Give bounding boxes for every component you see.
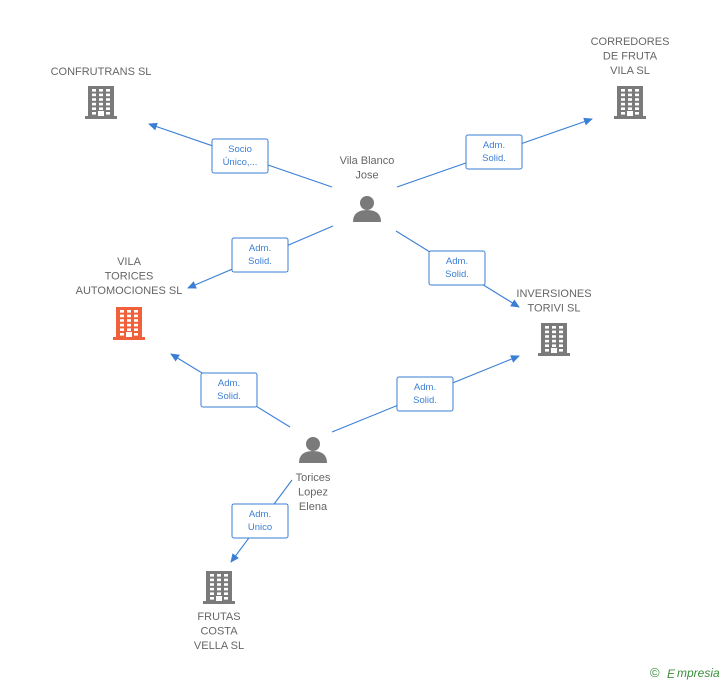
node-label: Lopez [298, 487, 328, 499]
empresia-logo-text: mpresia [677, 666, 720, 680]
edge-role-label: Solid. [482, 153, 506, 164]
node-label: DE FRUTA [603, 51, 658, 63]
edge-vila_blanco-to-confrutrans: SocioÚnico,... [148, 122, 333, 188]
nodes-layer: CONFRUTRANS SL CORREDORES DE FRUTA VILA SL V… [51, 36, 670, 652]
node-label: FRUTAS [197, 611, 240, 623]
edge-torices_lopez-to-vila_torices: Adm. Solid. [170, 353, 291, 428]
node-vila-torices[interactable]: VILA TORICES AUTOMOCIONES SL [76, 256, 183, 340]
edge-role-badge[interactable]: Adm. Unico [231, 503, 289, 539]
edge-role-badge[interactable]: Adm. Solid. [428, 250, 486, 286]
node-label: TORIVI SL [528, 303, 581, 315]
edge-role-box [231, 237, 289, 273]
edge-role-box [428, 250, 486, 286]
node-label: Torices [296, 472, 331, 484]
copyright-symbol: © [650, 665, 660, 680]
edge-torices_lopez-to-frutas_costa: Adm. Unico [230, 479, 293, 563]
edge-role-label: Solid. [217, 391, 241, 402]
edge-vila_blanco-to-vila_torices: Adm. Solid. [187, 225, 334, 289]
node-frutas-costa[interactable]: FRUTAS COSTA VELLA SL [194, 571, 244, 652]
building-icon [85, 86, 117, 119]
building-icon [538, 323, 570, 356]
edge-role-label: Adm. [446, 256, 468, 267]
node-label: Jose [355, 170, 378, 182]
building-icon [203, 571, 235, 604]
edge-role-badge[interactable]: SocioÚnico,... [211, 138, 269, 174]
edge-role-label: Adm. [218, 378, 240, 389]
node-label: AUTOMOCIONES SL [76, 285, 183, 297]
edge-role-box [396, 376, 454, 412]
edge-role-box [465, 134, 523, 170]
edge-role-label: Unico [248, 522, 272, 533]
edge-role-label: Solid. [445, 269, 469, 280]
node-label: VILA SL [610, 65, 650, 77]
edge-role-box [231, 503, 289, 539]
building-icon [113, 307, 145, 340]
building-icon [614, 86, 646, 119]
edge-role-label: Solid. [413, 395, 437, 406]
node-label: COSTA [200, 626, 238, 638]
node-label: Vila Blanco [340, 155, 395, 167]
edge-torices_lopez-to-inversiones: Adm. Solid. [331, 355, 520, 433]
node-confrutrans[interactable]: CONFRUTRANS SL [51, 66, 152, 119]
edge-role-label: Adm. [249, 243, 271, 254]
node-label: VELLA SL [194, 640, 244, 652]
edge-vila_blanco-to-inversiones: Adm. Solid. [395, 230, 520, 308]
node-label: Elena [299, 501, 328, 513]
node-label: CORREDORES [591, 36, 670, 48]
edge-role-label: Solid. [248, 256, 272, 267]
node-label: TORICES [105, 271, 154, 283]
node-label: VILA [117, 256, 142, 268]
node-inversiones[interactable]: INVERSIONES TORIVI SL [516, 288, 592, 356]
edge-role-label: Único,... [223, 157, 258, 168]
edge-role-box [211, 138, 269, 174]
edge-role-badge[interactable]: Adm. Solid. [231, 237, 289, 273]
edge-role-label: Adm. [249, 509, 271, 520]
edge-role-label: Adm. [414, 382, 436, 393]
edge-role-label: Socio [228, 144, 252, 155]
person-icon [299, 437, 327, 463]
edge-role-badge[interactable]: Adm. Solid. [396, 376, 454, 412]
empresia-logo-initial: E [667, 667, 676, 681]
edge-role-badge[interactable]: Adm. Solid. [200, 372, 258, 408]
edge-vila_blanco-to-corredores: Adm. Solid. [396, 117, 593, 188]
edge-role-label: Adm. [483, 140, 505, 151]
node-label: INVERSIONES [516, 288, 591, 300]
node-corredores[interactable]: CORREDORES DE FRUTA VILA SL [591, 36, 670, 119]
node-label: CONFRUTRANS SL [51, 66, 152, 78]
edge-role-badge[interactable]: Adm. Solid. [465, 134, 523, 170]
person-icon [353, 196, 381, 222]
edge-role-box [200, 372, 258, 408]
